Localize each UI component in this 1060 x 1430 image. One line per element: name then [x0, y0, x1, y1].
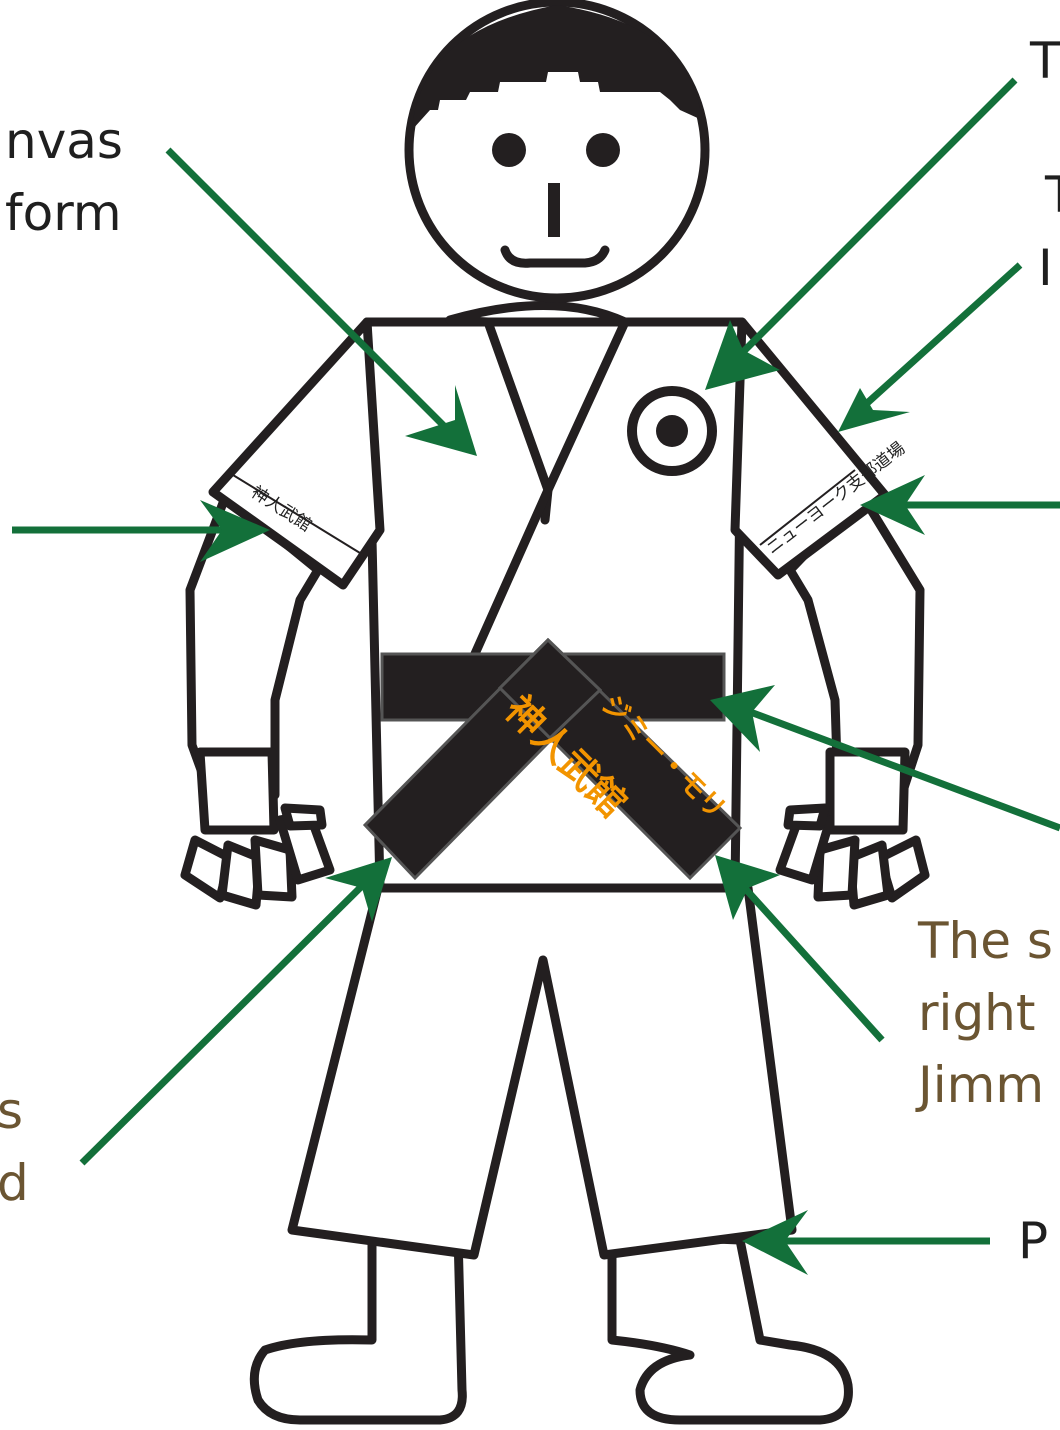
- arrow-top-right-2: [838, 265, 1020, 432]
- collar: [450, 305, 625, 322]
- feet: [254, 1235, 848, 1420]
- label-top-right-2: T: [1044, 166, 1060, 224]
- label-top-right-3: I: [1038, 239, 1053, 297]
- nose: [548, 183, 560, 237]
- label-canvas-uniform-1: nvas: [5, 112, 123, 170]
- label-canvas-uniform-2: form: [5, 184, 122, 242]
- eye-right: [586, 133, 620, 167]
- label-belt-left-1: s: [0, 1082, 23, 1140]
- label-belt-right-2: right: [918, 984, 1035, 1042]
- head: [409, 2, 705, 298]
- label-belt-right-1: The s: [917, 912, 1053, 970]
- label-top-right-1: T: [1029, 32, 1060, 90]
- arrow-top-right-1: [705, 80, 1015, 390]
- pants: [292, 888, 792, 1255]
- arrow-right-patch: [860, 475, 1060, 535]
- circle-target-emblem: [632, 391, 712, 471]
- label-belt-right-3: Jimm: [915, 1056, 1044, 1114]
- label-belt-left-3: i: [0, 1226, 2, 1284]
- eye-left: [492, 133, 526, 167]
- karate-figure: 神人武館 ニューヨーク支部道場 神人: [185, 2, 925, 1420]
- label-belt-left-2: d: [0, 1154, 29, 1212]
- label-pants: P: [1018, 1212, 1048, 1270]
